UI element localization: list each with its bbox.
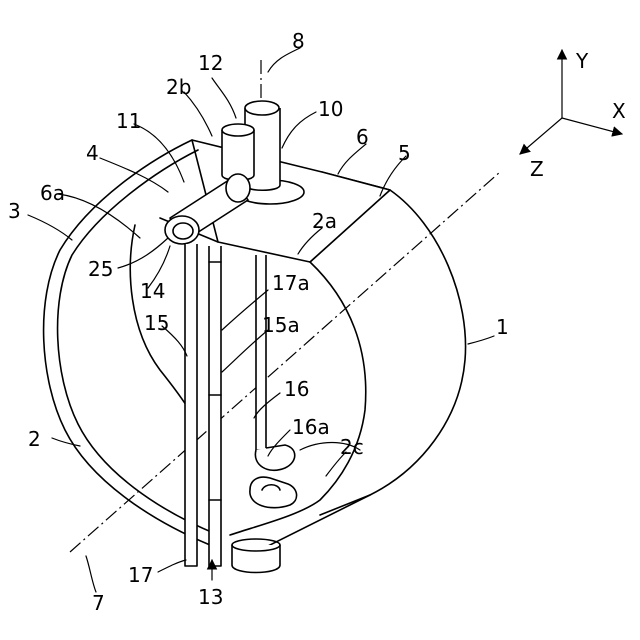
label-16: 16 bbox=[284, 377, 309, 401]
label-3: 3 bbox=[8, 199, 21, 223]
post-12-top bbox=[222, 124, 254, 136]
label-11: 11 bbox=[116, 109, 141, 133]
coordinate-axes: Y X Z bbox=[520, 49, 626, 181]
label-14: 14 bbox=[140, 279, 165, 303]
label-7: 7 bbox=[92, 591, 105, 615]
label-4: 4 bbox=[86, 141, 99, 165]
label-2: 2 bbox=[28, 427, 41, 451]
lower-bracket bbox=[250, 477, 297, 508]
axis-label-y: Y bbox=[575, 49, 589, 73]
label-17: 17 bbox=[128, 563, 153, 587]
arm-joint bbox=[226, 174, 250, 202]
axis-label-z: Z bbox=[530, 157, 544, 181]
inner-rod-16 bbox=[256, 255, 266, 450]
label-15a: 15a bbox=[262, 313, 300, 337]
label-6a: 6a bbox=[40, 181, 65, 205]
label-6: 6 bbox=[356, 125, 369, 149]
label-13: 13 bbox=[198, 585, 223, 609]
post-10-top bbox=[245, 101, 279, 115]
label-15: 15 bbox=[144, 311, 169, 335]
front-rod-17 bbox=[209, 246, 221, 566]
label-2a: 2a bbox=[312, 209, 337, 233]
label-25: 25 bbox=[88, 257, 113, 281]
label-10: 10 bbox=[318, 97, 343, 121]
label-1: 1 bbox=[496, 315, 509, 339]
label-5: 5 bbox=[398, 141, 411, 165]
label-12: 12 bbox=[198, 51, 223, 75]
front-rod-15 bbox=[185, 244, 197, 566]
axis-label-x: X bbox=[612, 99, 626, 123]
label-8: 8 bbox=[292, 29, 305, 53]
label-16a: 16a bbox=[292, 415, 330, 439]
label-2b: 2b bbox=[166, 75, 191, 99]
label-17a: 17a bbox=[272, 271, 310, 295]
label-2c: 2c bbox=[340, 435, 364, 459]
arm-end-14 bbox=[165, 216, 199, 244]
post-12 bbox=[222, 130, 254, 180]
